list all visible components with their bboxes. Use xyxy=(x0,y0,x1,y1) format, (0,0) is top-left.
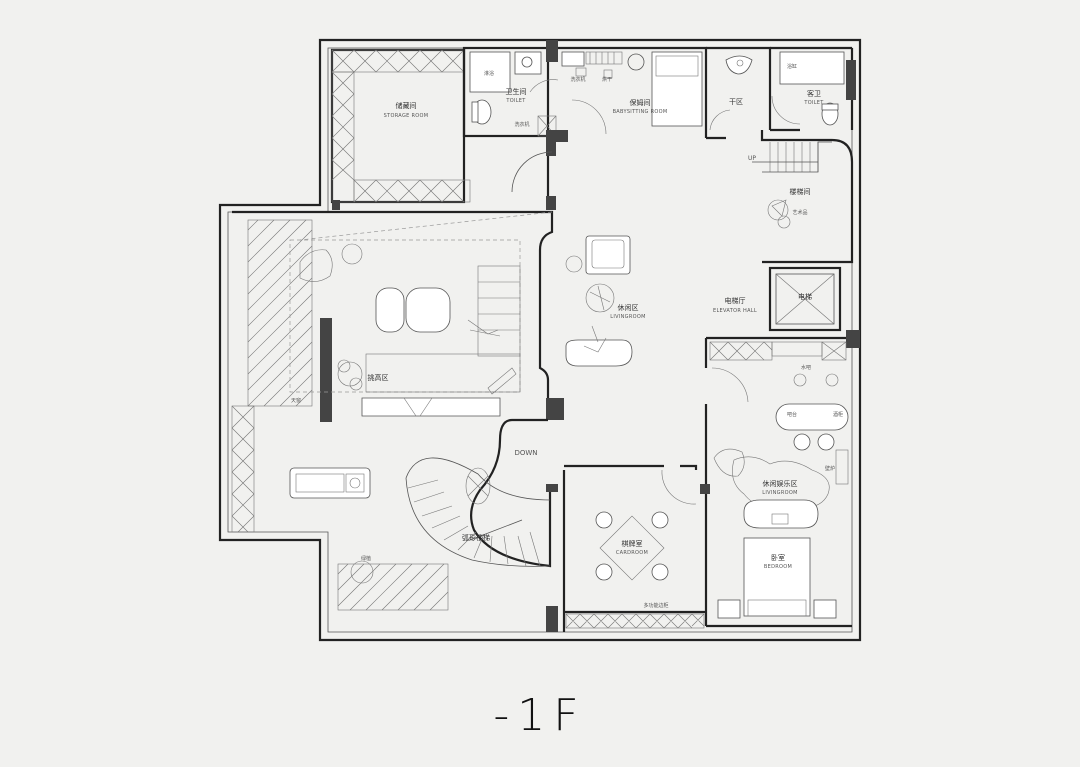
leisure-room-label: 休闲娱乐区 xyxy=(763,479,798,488)
skylight-label-left: 天窗 xyxy=(291,397,301,404)
dry-zone: 干区 xyxy=(706,46,772,140)
wine-label: 酒柜 xyxy=(833,411,843,418)
up-label: UP xyxy=(748,155,756,162)
washer-label: 洗衣机 xyxy=(570,76,585,83)
fireplace-label: 壁炉 xyxy=(825,465,835,472)
elevator: 电梯 电梯厅 ELEVATOR HALL xyxy=(713,266,860,348)
stairwell: UP 楼梯间 艺术品 xyxy=(748,130,854,264)
babysitting-room: 保姆间 BABYSITTING ROOM 洗衣机 烘干 xyxy=(558,46,708,138)
card-cabinet-label: 多功能边柜 xyxy=(643,602,668,609)
toilet-label-en: TOILET xyxy=(505,98,526,104)
card-room: 棋牌室 CARDROOM 多功能边柜 xyxy=(546,464,706,632)
guest-toilet: 浴缸 客卫 TOILET xyxy=(770,46,856,132)
laundry-label: 洗衣机 xyxy=(514,121,529,128)
art-label: 艺术品 xyxy=(792,209,807,216)
bathtub-label: 浴缸 xyxy=(787,63,797,70)
living-room-label: 休闲区 xyxy=(618,303,639,312)
leisure-room-label-en: LIVINGROOM xyxy=(762,490,797,496)
leisure-wing: 水吧 酒柜 吧台 壁炉 休闲娱乐区 LIVINGROOM xyxy=(700,336,852,628)
babysitting-label-en: BABYSITTING ROOM xyxy=(613,109,668,115)
card-room-label-en: CARDROOM xyxy=(616,550,648,556)
central-walls xyxy=(232,151,564,420)
tree-label: 绿植 xyxy=(361,555,371,562)
bedroom-label: 卧室 xyxy=(771,553,785,562)
elevator-label: 电梯 xyxy=(798,292,812,301)
bar-label: 吧台 xyxy=(787,411,797,418)
bedroom-label-en: BEDROOM xyxy=(764,564,792,570)
treadmill xyxy=(289,467,371,499)
toilet-label: 卫生间 xyxy=(506,87,527,96)
left-cabinets xyxy=(231,405,255,533)
storage-room-label: 储藏间 xyxy=(396,101,417,110)
card-room-label: 棋牌室 xyxy=(622,539,643,548)
living-room-label-en: LIVINGROOM xyxy=(610,314,645,320)
toilet-room: 淋浴 卫生间 TOILET 洗衣机 xyxy=(462,40,568,156)
planter-box: 绿植 xyxy=(337,555,449,611)
climbing-area: 挑高区 天窗 xyxy=(247,219,521,422)
elevator-hall-label-en: ELEVATOR HALL xyxy=(713,308,757,314)
down-label: DOWN xyxy=(514,449,537,457)
storage-room: 储藏间 STORAGE ROOM xyxy=(330,48,471,210)
dryer-label: 烘干 xyxy=(602,76,612,83)
bedroom: 卧室 BEDROOM xyxy=(717,537,837,619)
shower-label: 淋浴 xyxy=(484,70,494,77)
guest-toilet-label: 客卫 xyxy=(807,89,821,98)
living-room: 休闲区 LIVINGROOM xyxy=(565,235,645,367)
dry-zone-label: 干区 xyxy=(729,98,743,106)
elevator-hall-label: 电梯厅 xyxy=(725,296,746,305)
storage-room-label-en: STORAGE ROOM xyxy=(384,113,429,119)
stairwell-label: 楼梯间 xyxy=(790,187,811,196)
babysitting-label: 保姆间 xyxy=(630,98,651,107)
climbing-zone-label: 挑高区 xyxy=(368,373,389,382)
floor-level-label: -1F xyxy=(493,690,587,741)
arc-stair-label: 弧形楼梯 xyxy=(462,533,490,542)
guest-toilet-label-en: TOILET xyxy=(803,100,824,106)
arc-stair: DOWN 弧形楼梯 xyxy=(405,418,552,568)
water-bar-label: 水吧 xyxy=(801,364,811,371)
